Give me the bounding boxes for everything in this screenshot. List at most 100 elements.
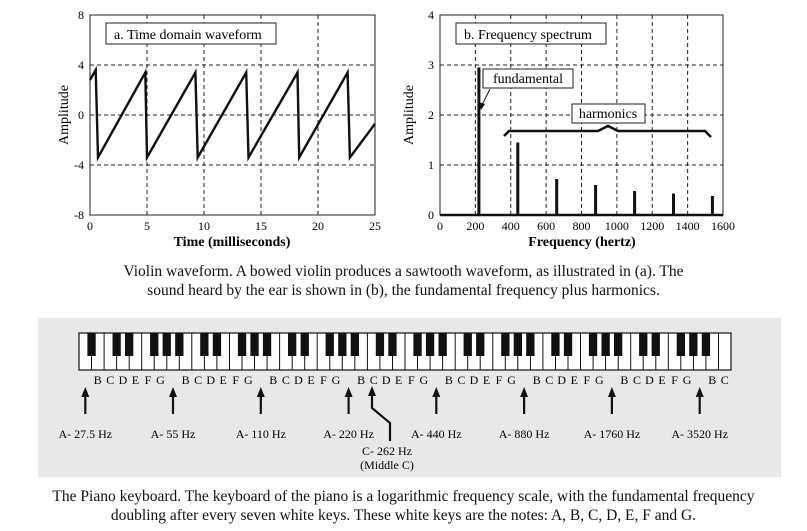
note-letter: G (332, 373, 341, 387)
a-note-arrowhead (81, 387, 90, 397)
y-tick-label: -8 (74, 208, 84, 222)
y-tick-label: 2 (428, 108, 434, 122)
black-key (425, 333, 435, 356)
middle-c-label: C- 262 Hz (362, 444, 412, 458)
a-note-arrowhead (256, 387, 265, 397)
note-letter: B (533, 373, 541, 387)
note-letter: E (658, 373, 665, 387)
harmonic-bar (672, 193, 675, 215)
black-key (413, 333, 422, 356)
black-key (614, 333, 623, 356)
spectrum-bars (477, 67, 714, 215)
black-key (350, 333, 359, 356)
x-tick-label: 800 (573, 219, 591, 233)
note-letter: D (294, 373, 303, 387)
black-key (676, 333, 685, 356)
black-keys (87, 333, 711, 356)
piano-keyboard (78, 332, 732, 371)
figure-caption-bottom: The Piano keyboard. The keyboard of the … (0, 487, 807, 525)
figure-caption-top: Violin waveform. A bowed violin produces… (0, 262, 807, 300)
note-letter: B (182, 373, 190, 387)
chart-title: a. Time domain waveform (114, 28, 262, 43)
note-letter: C (721, 373, 729, 387)
note-letter: G (683, 373, 692, 387)
harmonic-bar (710, 196, 714, 215)
chart-title: b. Frequency spectrum (464, 28, 592, 43)
black-key (601, 333, 610, 356)
x-tick-label: 5 (144, 219, 150, 233)
note-letter: G (156, 373, 165, 387)
a-note-label: A- 110 Hz (236, 427, 286, 441)
black-key (300, 333, 309, 356)
black-key (150, 333, 159, 356)
y-tick-label: 1 (428, 158, 434, 172)
black-key (563, 333, 573, 356)
black-key (651, 333, 660, 356)
black-key (212, 333, 222, 356)
note-letter: C (282, 373, 290, 387)
x-tick-label: 0 (87, 219, 93, 233)
note-letter: F (408, 373, 415, 387)
fundamental-label-box (482, 68, 574, 89)
a-note-arrowhead (169, 387, 177, 397)
note-letter: D (119, 373, 128, 387)
note-letter: E (132, 373, 139, 387)
y-tick-label: 3 (428, 58, 434, 72)
y-axis-label: Amplitude (57, 85, 72, 145)
x-tick-label: 1400 (676, 219, 700, 233)
caption-line: sound heard by the ear is shown in (b), … (147, 282, 660, 299)
black-key (87, 333, 96, 356)
black-key (375, 333, 385, 356)
y-tick-label: 4 (78, 58, 84, 72)
note-letter: G (419, 373, 428, 387)
note-letter: G (595, 373, 604, 387)
black-key (200, 333, 209, 356)
a-note-arrowhead (520, 387, 529, 397)
middle-c-arrow (370, 391, 392, 441)
black-key (588, 333, 598, 356)
black-key (463, 333, 472, 356)
a-note-label: A- 27.5 Hz (58, 427, 112, 441)
x-axis-label: Time (milliseconds) (174, 235, 291, 250)
note-letter: B (445, 373, 453, 387)
note-letter: F (232, 373, 239, 387)
sawtooth-waveform-line (88, 65, 376, 162)
a-note-label: A- 1760 Hz (584, 427, 641, 441)
x-tick-label: 25 (369, 219, 381, 233)
x-tick-label: 600 (537, 219, 555, 233)
black-key (125, 333, 134, 356)
a-note-arrowhead (607, 387, 616, 397)
middle-c-marker: C- 262 Hz (Middle C) (360, 386, 414, 472)
a-note-arrowhead (344, 387, 353, 397)
black-key (175, 333, 184, 356)
y-tick-label: 0 (428, 208, 434, 222)
black-key (162, 333, 171, 356)
note-letter: E (571, 373, 578, 387)
black-key (250, 333, 259, 356)
x-tick-label: 20 (312, 219, 324, 233)
note-letter: C (370, 373, 378, 387)
x-tick-label: 15 (255, 219, 267, 233)
fundamental-arrowhead (478, 102, 485, 110)
black-key (112, 333, 121, 356)
y-tick-label: -4 (74, 158, 84, 172)
note-letter: D (470, 373, 479, 387)
note-letter: C (545, 373, 553, 387)
chart-title-box (455, 22, 607, 45)
note-letter: B (708, 373, 716, 387)
caption-line: The Piano keyboard. The keyboard of the … (52, 488, 755, 505)
note-letter: B (620, 373, 628, 387)
fundamental-label: fundamental (493, 72, 563, 87)
x-tick-label: 0 (437, 219, 443, 233)
black-key (438, 333, 447, 356)
note-letter: G (244, 373, 253, 387)
note-letter: D (557, 373, 566, 387)
caption-line: doubling after every seven white keys. T… (110, 507, 697, 524)
x-tick-label: 10 (198, 219, 210, 233)
x-tick-label: 1200 (640, 219, 664, 233)
harmonic-bar (555, 179, 559, 215)
a-note-arrowhead (695, 387, 704, 397)
black-key (551, 333, 560, 356)
